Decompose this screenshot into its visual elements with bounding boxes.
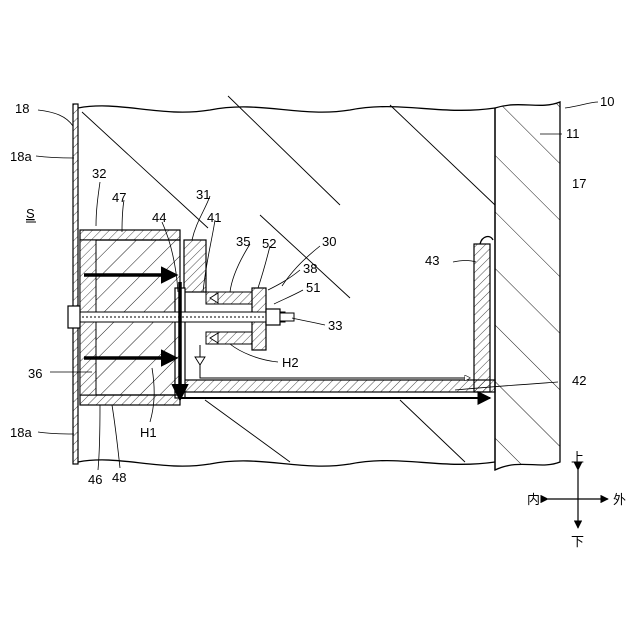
label-18a-top: 18a	[10, 149, 32, 164]
label-43: 43	[425, 253, 439, 268]
label-36: 36	[28, 366, 42, 381]
label-11: 11	[566, 126, 580, 141]
label-10: 10	[600, 94, 614, 109]
label-33: 33	[328, 318, 342, 333]
compass-up-label: 上	[571, 451, 584, 466]
label-44: 44	[152, 210, 166, 225]
label-h2: H2	[282, 355, 299, 370]
label-51: 51	[306, 280, 320, 295]
label-35: 35	[236, 234, 250, 249]
label-47: 47	[112, 190, 126, 205]
label-31: 31	[196, 187, 210, 202]
label-48: 48	[112, 470, 126, 485]
label-38: 38	[303, 261, 317, 276]
outer-wall-11	[495, 102, 560, 470]
label-46: 46	[88, 472, 102, 487]
label-41: 41	[207, 210, 221, 225]
label-s: S	[26, 206, 35, 221]
label-30: 30	[322, 234, 336, 249]
label-32: 32	[92, 166, 106, 181]
label-52: 52	[262, 236, 276, 251]
compass-down-label: 下	[571, 535, 584, 550]
label-17: 17	[572, 176, 586, 191]
compass-outer-label: 外	[613, 493, 626, 508]
compass-inner-label: 内	[527, 492, 540, 508]
label-18a-bottom: 18a	[10, 425, 32, 440]
direction-compass: 上 下 内 外	[527, 451, 626, 550]
label-h1: H1	[140, 425, 157, 440]
label-42: 42	[572, 373, 586, 388]
label-18: 18	[15, 101, 29, 116]
